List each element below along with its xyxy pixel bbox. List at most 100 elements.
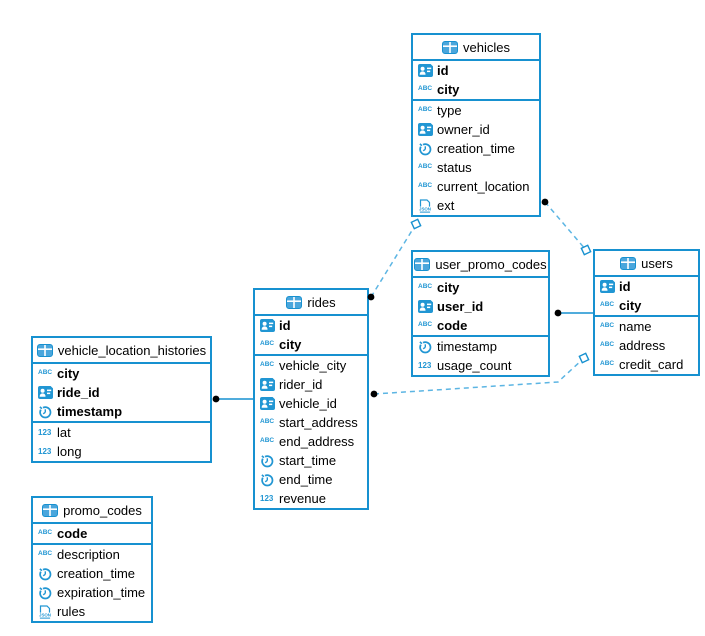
field-name: rules (57, 604, 86, 619)
uuid-icon (418, 300, 433, 313)
field-type-icon-box: ABC (600, 361, 619, 368)
field-name: city (437, 82, 460, 97)
field-name: timestamp (57, 404, 123, 419)
field-row: creation_time (33, 564, 151, 583)
field-row: creation_time (413, 139, 539, 158)
svg-text:JSON: JSON (419, 206, 431, 211)
field-type-icon-box (418, 300, 437, 313)
uuid-icon (600, 280, 615, 293)
field-name: type (437, 103, 462, 118)
field-type-icon-box: ABC (38, 370, 57, 377)
uuid-icon (260, 319, 275, 332)
field-type-icon-box (260, 473, 279, 487)
string-icon: ABC (38, 550, 53, 558)
field-name: lat (57, 425, 71, 440)
timestamp-icon (38, 586, 52, 600)
table-name: user_promo_codes (435, 256, 547, 272)
cardinality-square (578, 352, 590, 364)
string-icon: ABC (260, 340, 275, 348)
field-name: credit_card (619, 357, 684, 372)
uuid-icon (260, 378, 275, 391)
field-type-icon-box (38, 405, 57, 419)
field-type-icon-box (418, 340, 437, 354)
table-icon (620, 256, 637, 270)
uuid-icon (38, 386, 53, 399)
field-name: name (619, 319, 652, 334)
cardinality-dot (212, 395, 220, 403)
table-header[interactable]: rides (255, 290, 367, 316)
table-icon (42, 503, 59, 517)
field-name: ext (437, 198, 455, 213)
field-type-icon-box: 123 (38, 427, 57, 437)
table-name: users (641, 255, 673, 271)
field-name: creation_time (57, 566, 136, 581)
string-icon: ABC (260, 418, 275, 426)
field-name: start_address (279, 415, 358, 430)
field-name: timestamp (437, 339, 497, 354)
field-name: id (279, 318, 291, 333)
field-row: id (255, 316, 367, 335)
table-header[interactable]: vehicle_location_histories (33, 338, 210, 364)
svg-text:JSON: JSON (39, 612, 51, 617)
table-header[interactable]: promo_codes (33, 498, 151, 524)
field-name: start_time (279, 453, 337, 468)
table-name: vehicle_location_histories (57, 342, 207, 358)
field-name: rider_id (279, 377, 323, 392)
table-icon (414, 257, 431, 271)
field-type-icon-box (38, 586, 57, 600)
field-row: rider_id (255, 375, 367, 394)
field-type-icon-box: ABC (260, 341, 279, 348)
field-type-icon-box (418, 142, 437, 156)
number-icon: 123 (38, 427, 52, 437)
field-name: city (437, 280, 460, 295)
field-row: vehicle_id (255, 394, 367, 413)
field-row: id (595, 277, 698, 296)
timestamp-icon (260, 454, 274, 468)
field-type-icon-box: ABC (418, 183, 437, 190)
field-row: ABC type (413, 101, 539, 120)
field-row: end_time (255, 470, 367, 489)
field-type-icon-box: ABC (38, 530, 57, 537)
field-type-icon-box: ABC (260, 362, 279, 369)
field-name: end_address (279, 434, 355, 449)
field-type-icon-box: ABC (418, 164, 437, 171)
field-type-icon-box: 123 (418, 361, 437, 370)
field-type-icon-box (260, 397, 279, 410)
string-icon: ABC (260, 361, 275, 369)
table-header[interactable]: vehicles (413, 35, 539, 61)
field-name: status (437, 160, 472, 175)
timestamp-icon (38, 567, 52, 581)
string-icon: ABC (418, 106, 433, 114)
timestamp-icon (260, 473, 274, 487)
string-icon: ABC (600, 301, 615, 309)
table-header[interactable]: user_promo_codes (413, 252, 548, 278)
field-type-icon-box (260, 319, 279, 332)
string-icon: ABC (418, 182, 433, 190)
table-header[interactable]: users (595, 251, 698, 277)
field-name: id (619, 279, 631, 294)
field-row: ABC start_address (255, 413, 367, 432)
field-row: user_id (413, 297, 548, 316)
field-name: city (279, 337, 302, 352)
cardinality-dot (554, 309, 562, 317)
